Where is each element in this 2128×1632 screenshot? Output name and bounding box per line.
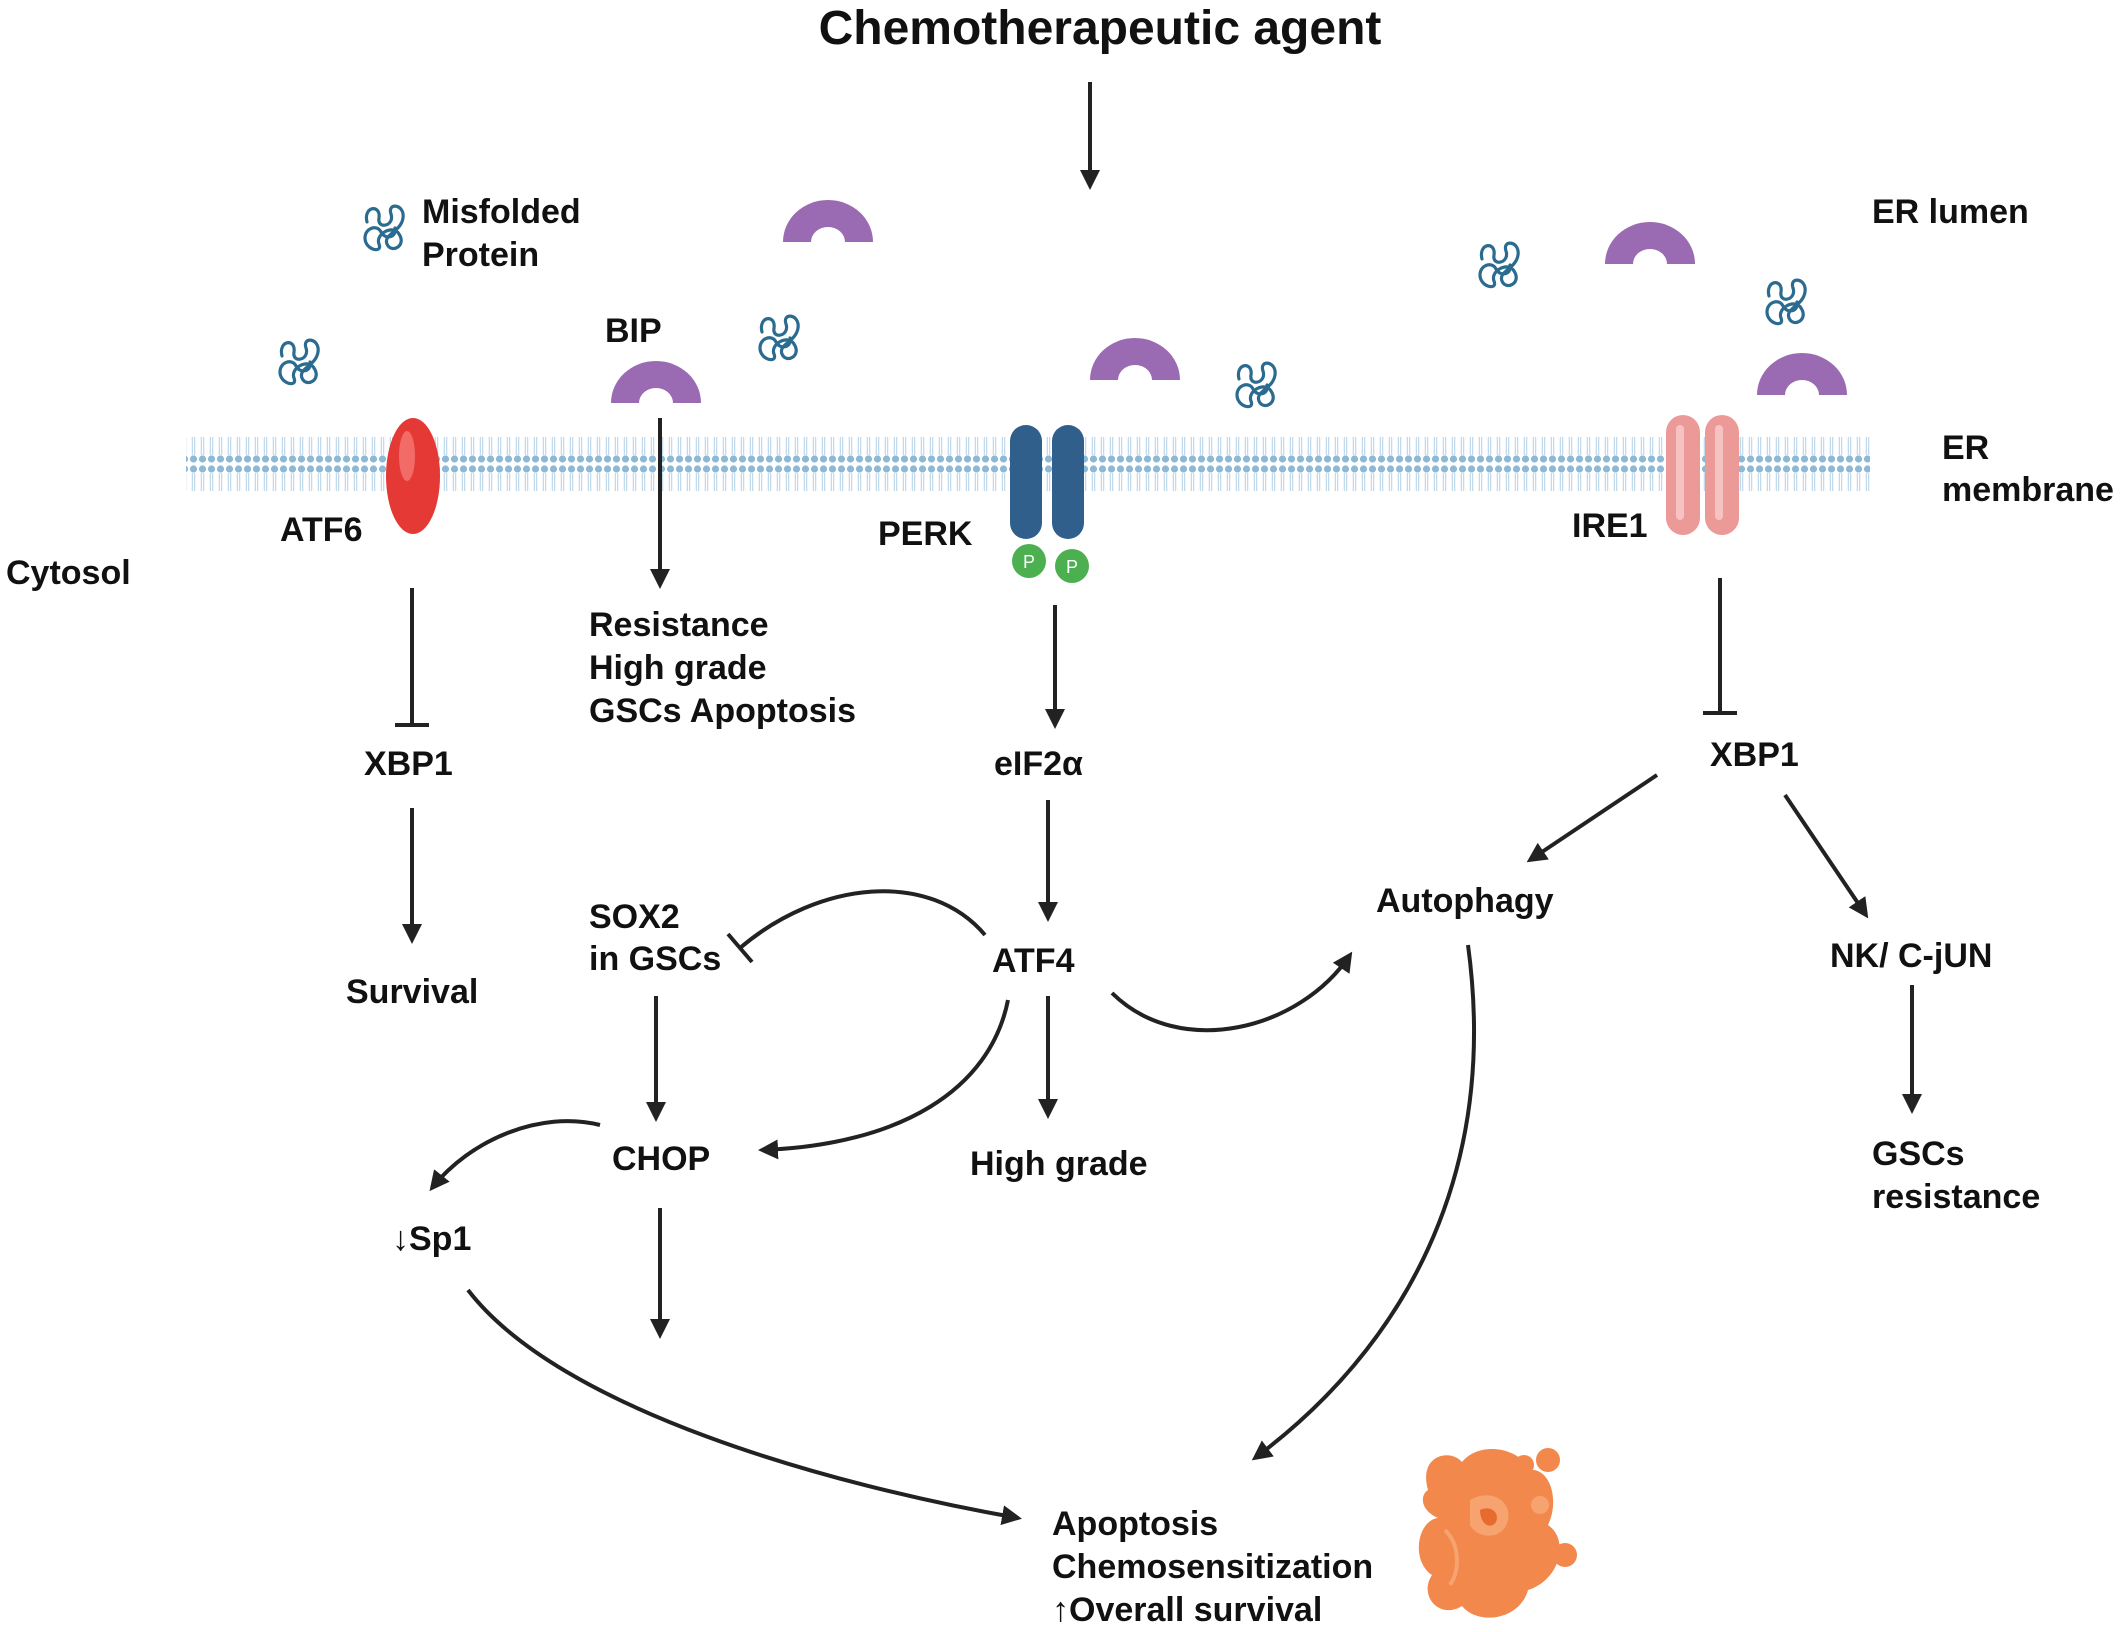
sox2-label-line2: in GSCs [589, 940, 721, 978]
er-membrane-label-line2: membrane [1942, 471, 2114, 509]
gscs-resistance-label-line2: resistance [1872, 1178, 2040, 1216]
bip-chaperone-icon [611, 361, 701, 403]
xbp1-right-label: XBP1 [1710, 736, 1799, 774]
cytosol-label: Cytosol [6, 554, 131, 592]
misfolded-protein-icon [1235, 361, 1277, 409]
survival-label: Survival [346, 973, 478, 1011]
xbp1-to-autophagy-arrow [1526, 773, 1659, 863]
bip-chaperone-icon [783, 200, 873, 242]
misfolded-protein-icon [278, 338, 320, 386]
ire1-highlight [1715, 425, 1723, 520]
bip-chaperone-icon [1757, 353, 1847, 395]
atf4-label: ATF4 [992, 942, 1075, 980]
resistance-label: Resistance [589, 606, 769, 644]
high-grade-atf4-label: High grade [970, 1145, 1148, 1183]
xbp1-to-nkcjun-arrow [1783, 793, 1869, 919]
misfolded-legend-line2: Protein [422, 236, 539, 274]
sox2-label-line1: SOX2 [589, 898, 680, 936]
nk-cjun-label: NK/ C-jUN [1830, 937, 1992, 975]
atf4-inhibits-sox2-line [738, 889, 987, 950]
misfolded-protein-icon [363, 204, 405, 252]
apoptotic-cell-icon [1418, 1448, 1577, 1618]
gscs-apoptosis-label: GSCs Apoptosis [589, 692, 856, 730]
bip-chaperone-icon [1090, 338, 1180, 380]
gscs-resistance-label-line1: GSCs [1872, 1135, 1965, 1173]
bip-chaperone-icon [1605, 222, 1695, 264]
er-membrane-label-line1: ER [1942, 429, 1989, 467]
autophagy-to-apoptosis-arrow [1251, 944, 1476, 1461]
sp1-to-apoptosis-arrow [466, 1288, 1022, 1526]
high-grade-bip-label: High grade [589, 649, 767, 687]
perk-receptor-right [1052, 425, 1084, 539]
misfolded-protein-icon [1765, 278, 1807, 326]
phospho-icon [1055, 549, 1089, 583]
misfolded-legend-line1: Misfolded [422, 193, 581, 231]
ire1-highlight [1676, 425, 1684, 520]
apoptosis-label: Apoptosis [1052, 1505, 1218, 1543]
sp1-label: ↓Sp1 [392, 1220, 471, 1258]
phospho-icon [1012, 544, 1046, 578]
bip-label: BIP [605, 312, 662, 350]
perk-label: PERK [878, 515, 973, 553]
xbp1-left-label: XBP1 [364, 745, 453, 783]
eif2a-label: eIF2α [994, 745, 1083, 783]
atf6-receptor [386, 418, 440, 534]
misfolded-protein-icon [1478, 241, 1520, 289]
misfolded-protein-icon [758, 314, 800, 362]
overall-survival-label: ↑Overall survival [1052, 1591, 1322, 1629]
atf4-to-autophagy-arrow [1110, 951, 1353, 1033]
er-lumen-label: ER lumen [1872, 193, 2029, 231]
atf4-to-chop-arrow [758, 999, 1010, 1160]
atf6-label: ATF6 [280, 511, 362, 549]
autophagy-label: Autophagy [1376, 882, 1554, 920]
chop-to-sp1-arrow [429, 1119, 601, 1192]
atf4-inhibits-sox2-bar [726, 932, 754, 964]
chop-label: CHOP [612, 1140, 710, 1178]
atf6-highlight [399, 431, 415, 481]
perk-receptor-left [1010, 425, 1042, 539]
diagram-title: Chemotherapeutic agent [819, 2, 1382, 55]
phospho-label: P [1066, 557, 1078, 577]
chemosensitization-label: Chemosensitization [1052, 1548, 1373, 1586]
phospho-label: P [1023, 552, 1035, 572]
ire1-label: IRE1 [1572, 507, 1648, 545]
